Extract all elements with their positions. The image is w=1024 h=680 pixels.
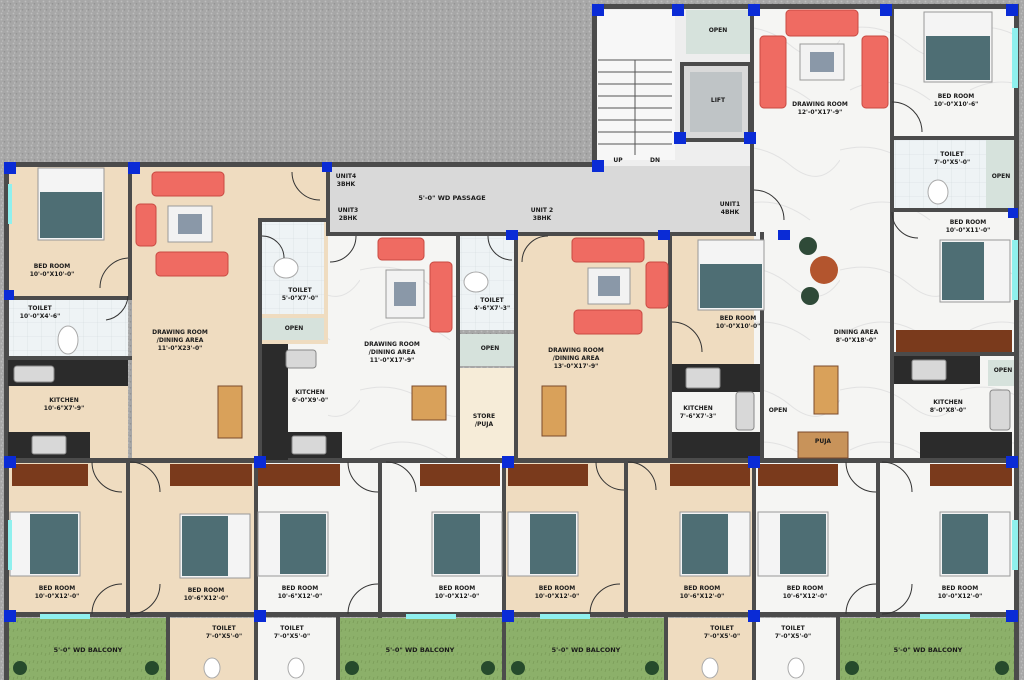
room-label-open-top: OPEN xyxy=(709,27,728,34)
room-label-lift: LIFT xyxy=(711,97,726,104)
room-label-u3-open: OPEN xyxy=(285,325,304,332)
sofas xyxy=(135,9,889,335)
beds xyxy=(9,11,1011,579)
room-label-balcony-2: 5'-0" WD BALCONY xyxy=(386,646,455,654)
room-label-u1-puja: PUJA xyxy=(815,438,832,445)
door-swings xyxy=(91,101,923,615)
room-label-open-right-2: OPEN xyxy=(994,367,1013,374)
open-shaft-top xyxy=(686,10,750,54)
room-label-u2-open: OPEN xyxy=(481,345,500,352)
room-label-balcony-4: 5'-0" WD BALCONY xyxy=(894,646,963,654)
room-label-u2-store: STORE/PUJA xyxy=(473,413,495,428)
room-label-passage: 5'-0" WD PASSAGE xyxy=(418,194,485,202)
columns xyxy=(4,4,1018,622)
room-label-open-mid: OPEN xyxy=(769,407,788,414)
room-label-balcony-3: 5'-0" WD BALCONY xyxy=(552,646,621,654)
room-label-open-right: OPEN xyxy=(992,173,1011,180)
room-label-balcony-1: 5'-0" WD BALCONY xyxy=(54,646,123,654)
room-label-up: UP xyxy=(613,157,623,164)
passage-floor xyxy=(330,166,754,232)
room-label-dn: DN xyxy=(650,157,660,164)
